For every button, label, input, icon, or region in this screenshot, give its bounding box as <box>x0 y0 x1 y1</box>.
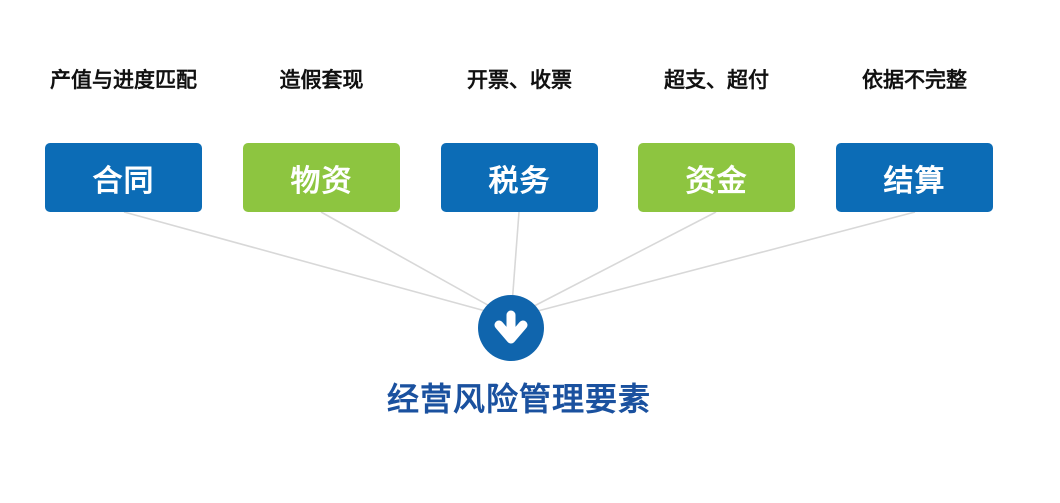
category-box-materials: 物资 <box>243 143 400 212</box>
group-materials: 造假套现 物资 <box>243 65 400 212</box>
risk-label-materials: 造假套现 <box>279 68 364 92</box>
risk-label-tax: 开票、收票 <box>467 68 572 92</box>
category-box-tax: 税务 <box>441 143 598 212</box>
converge-circle <box>478 295 544 361</box>
category-box-settlement: 结算 <box>836 143 993 212</box>
diagram-title: 经营风险管理要素 <box>386 380 651 418</box>
group-tax: 开票、收票 税务 <box>441 65 598 212</box>
category-box-funds: 资金 <box>638 143 795 212</box>
risk-label-settlement: 依据不完整 <box>862 68 967 92</box>
risk-label-contract: 产值与进度匹配 <box>50 68 197 92</box>
group-settlement: 依据不完整 结算 <box>836 65 993 212</box>
category-box-contract: 合同 <box>45 143 202 212</box>
group-contract: 产值与进度匹配 合同 <box>45 65 202 212</box>
group-funds: 超支、超付 资金 <box>638 65 795 212</box>
risk-label-funds: 超支、超付 <box>664 68 769 92</box>
down-arrow-icon <box>494 310 528 344</box>
